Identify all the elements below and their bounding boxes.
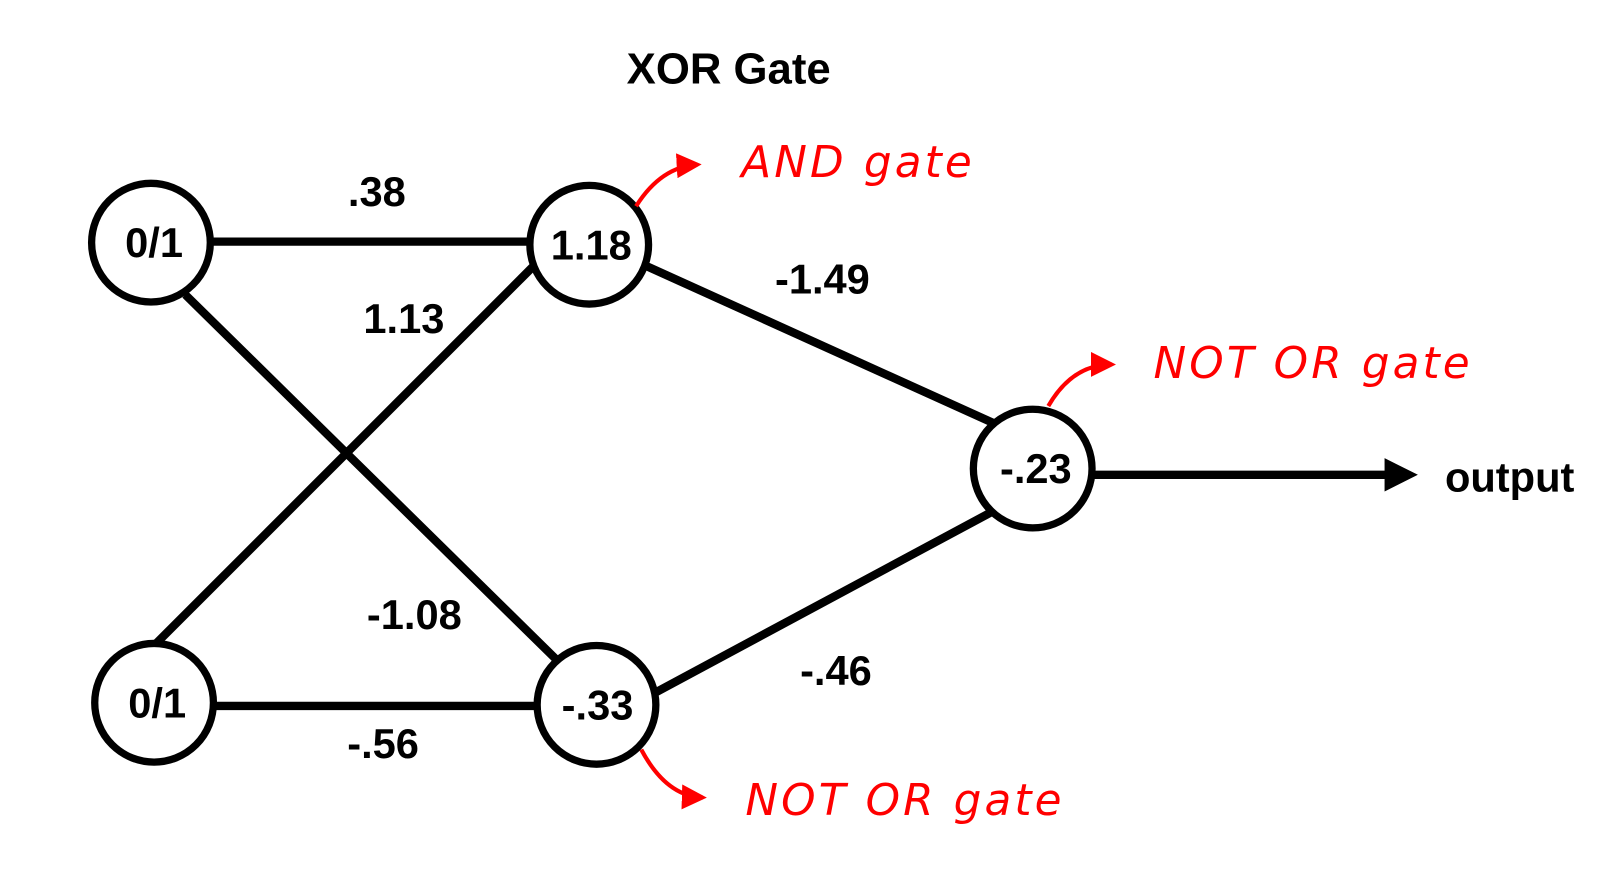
edge-in1-h2 <box>182 291 563 667</box>
diagram-title: XOR Gate <box>627 44 831 93</box>
input-node-1-label: 0/1 <box>125 219 183 266</box>
output-node <box>969 405 1096 532</box>
weight-in1-h2: -1.08 <box>367 591 462 638</box>
output-label: output <box>1445 453 1575 500</box>
hidden-node-1 <box>526 181 653 308</box>
hidden-node-1-label: 1.18 <box>551 221 632 268</box>
edge-h2-out <box>651 508 994 698</box>
annotations: AND gate NOT OR gate NOT OR gate <box>634 137 1472 826</box>
input-node-1 <box>87 179 214 306</box>
annotation-output: NOT OR gate <box>1153 338 1472 389</box>
weight-in1-h1: .38 <box>348 168 406 215</box>
output-node-label: -.23 <box>1000 445 1072 492</box>
nodes: 0/1 0/1 1.18 -.33 -.23 <box>87 179 1096 768</box>
weight-h1-out: -1.49 <box>775 256 870 303</box>
weight-labels: .38 1.13 -1.08 -.56 -1.49 -.46 <box>347 168 872 767</box>
output-arrow-icon <box>1384 458 1418 492</box>
hidden-node-2-label: -.33 <box>562 681 634 728</box>
edges <box>153 237 1418 711</box>
annotation-hidden-1: AND gate <box>738 137 975 188</box>
input-node-2-label: 0/1 <box>128 679 186 726</box>
weight-in2-h1: 1.13 <box>363 295 444 342</box>
input-node-2 <box>91 639 218 766</box>
annotation-arrow-icon <box>1046 351 1116 408</box>
annotation-arrow-icon <box>634 153 702 208</box>
edge-h1-out <box>645 262 1000 429</box>
hidden-node-2 <box>533 641 660 768</box>
weight-in2-h2: -.56 <box>347 720 419 767</box>
annotation-arrow-icon <box>639 748 707 810</box>
weight-h2-out: -.46 <box>800 647 872 694</box>
annotation-hidden-2: NOT OR gate <box>745 775 1064 826</box>
